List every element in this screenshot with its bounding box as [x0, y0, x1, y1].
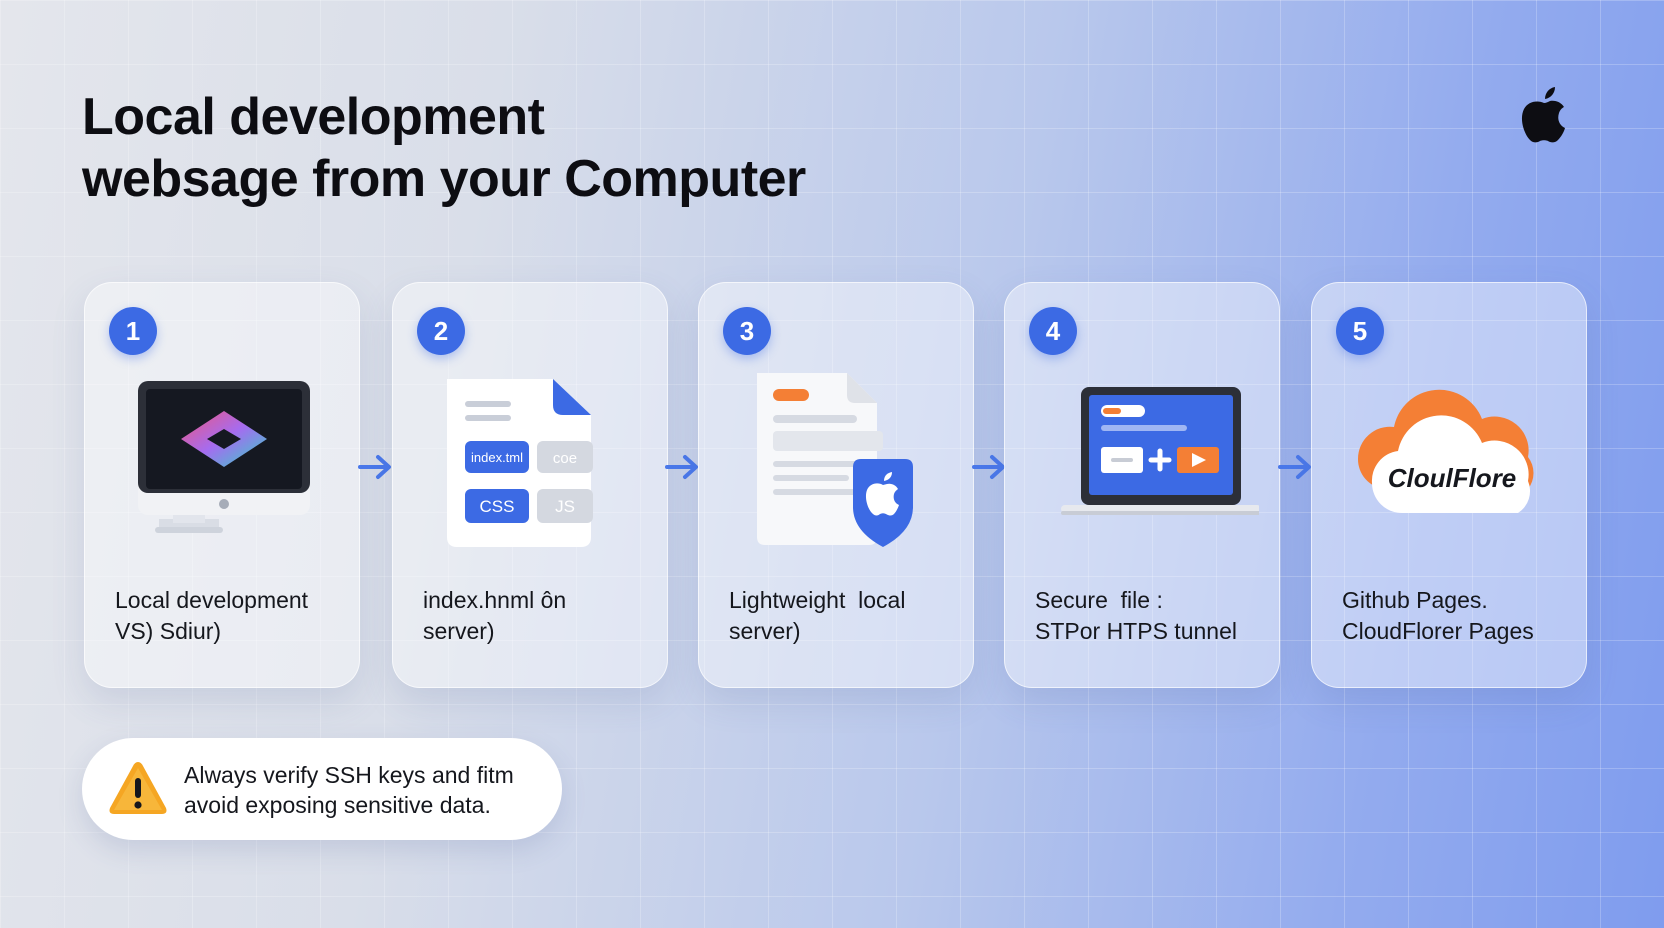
tag-css: CSS — [480, 497, 515, 516]
html-file-icon: index.tml coe CSS JS — [447, 379, 593, 547]
step-badge: 1 — [109, 307, 157, 355]
arrow-right-icon — [358, 455, 391, 479]
warning-banner: Always verify SSH keys and fitm avoid ex… — [82, 738, 562, 840]
document-server-icon — [757, 373, 913, 547]
step-card-2: 2 index.tml coe CSS JS index.hnml ôn ser… — [392, 282, 668, 688]
step-label: index.hnml ôn server) — [423, 587, 567, 644]
apple-logo-icon — [1521, 87, 1565, 143]
step-label: Secure file : STPor HTPS tunnel — [1035, 587, 1237, 644]
page-title: Local development websage from your Comp… — [82, 86, 806, 210]
tag-js: JS — [555, 497, 575, 516]
title-line-1: Local development — [82, 88, 545, 146]
laptop-transfer-icon — [1061, 387, 1259, 515]
tag-index: index.tml — [471, 450, 523, 465]
step-badge: 2 — [417, 307, 465, 355]
step-badge: 3 — [723, 307, 771, 355]
desktop-monitor-icon — [138, 381, 310, 533]
warning-icon — [109, 762, 167, 814]
cloud-icon: CloulFlore — [1357, 389, 1534, 513]
step-label: Lightweight local server) — [729, 587, 906, 644]
title-line-2: websage from your Computer — [82, 150, 806, 208]
tag-coe: coe — [553, 450, 577, 467]
arrow-right-icon — [665, 455, 698, 479]
step-label: Local development VS) Sdiur) — [115, 587, 309, 644]
warning-text: Always verify SSH keys and fitm avoid ex… — [184, 762, 514, 818]
step-card-4: 4 Secure file : STPor HTPS tunnel — [1004, 282, 1280, 688]
arrow-right-icon — [972, 455, 1005, 479]
step-card-3: 3 Lightweight local server) — [698, 282, 974, 688]
cloud-label: CloulFlore — [1388, 463, 1517, 493]
step-card-1: 1 Local development VS) Sdiur) — [84, 282, 360, 688]
step-badge: 4 — [1029, 307, 1077, 355]
step-label: Github Pages. CloudFlorer Pages — [1342, 587, 1534, 644]
arrow-right-icon — [1278, 455, 1311, 479]
step-card-5: 5 CloulFlore Github Pages. CloudFlorer P… — [1311, 282, 1587, 688]
step-badge: 5 — [1336, 307, 1384, 355]
